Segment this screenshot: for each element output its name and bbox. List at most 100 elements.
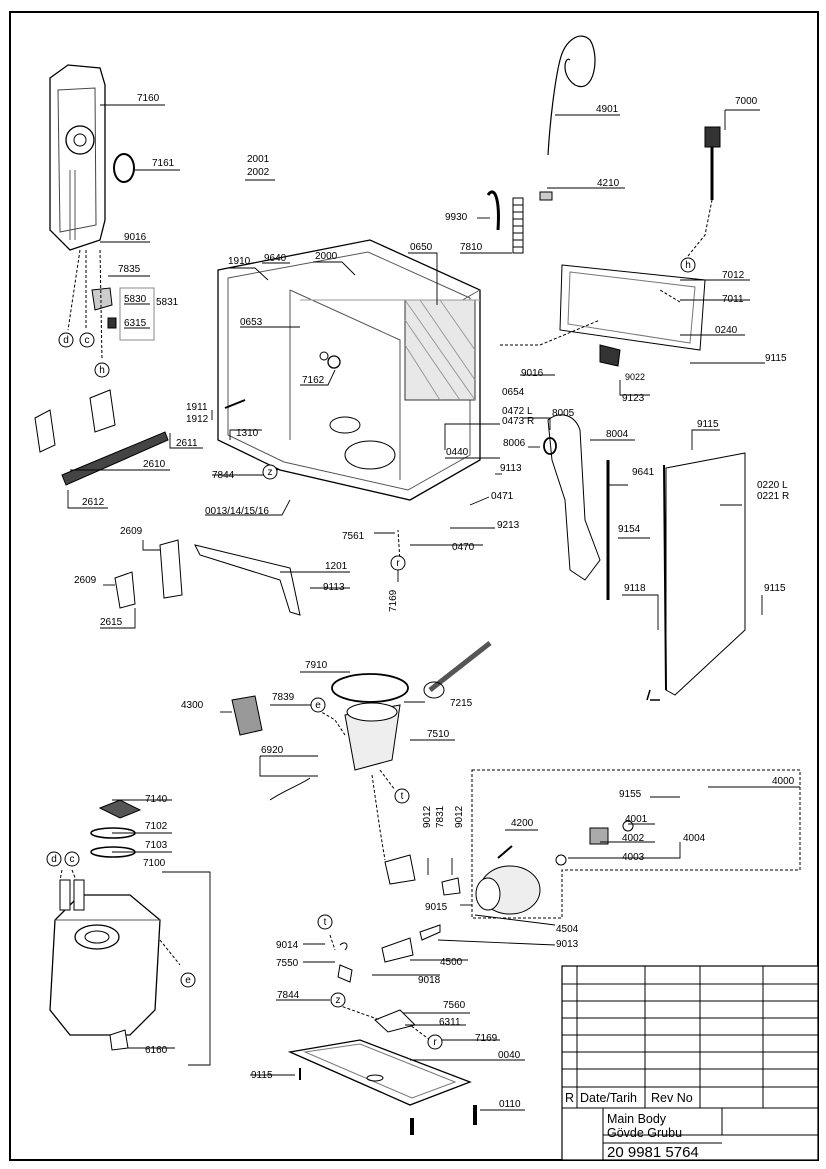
part-label: 8006 <box>503 438 526 449</box>
part-label: 4000 <box>772 776 795 787</box>
marker-d: d <box>63 335 69 346</box>
part-label: 9155 <box>619 789 642 800</box>
part-label: 9113 <box>500 463 522 474</box>
part-label: 6160 <box>145 1045 168 1056</box>
part-label: 0040 <box>498 1050 521 1061</box>
sheet-border <box>9 11 819 1161</box>
part-label: 4500 <box>440 957 463 968</box>
part-label: 1911 <box>186 402 208 413</box>
part-label: 0471 <box>491 491 514 502</box>
pump-group-outline <box>471 769 801 919</box>
part-label: 9115 <box>251 1070 273 1081</box>
part-label: 9016 <box>124 232 147 243</box>
part-label: 9154 <box>618 524 641 535</box>
part-label: 8005 <box>552 408 575 419</box>
part-label: 0220 L <box>757 480 788 491</box>
part-label: 2611 <box>176 438 198 449</box>
marker-c: c <box>70 854 75 865</box>
part-label: 9123 <box>622 393 645 404</box>
part-label: 9016 <box>521 368 544 379</box>
parts-illustration <box>34 35 746 1135</box>
part-label: 9115 <box>697 419 719 430</box>
part-label: 1910 <box>228 256 251 267</box>
part-label: 4300 <box>181 700 204 711</box>
part-label: 9012 <box>454 805 465 828</box>
part-label: 0473 R <box>502 416 534 427</box>
part-label: 7011 <box>722 294 744 305</box>
part-label: 9930 <box>445 212 468 223</box>
part-label: 7161 <box>152 158 175 169</box>
part-label: 0221 R <box>757 491 789 502</box>
part-label: 7844 <box>212 470 235 481</box>
part-label: 4003 <box>622 852 645 863</box>
part-label: 0110 <box>499 1099 521 1110</box>
part-label: 4200 <box>511 818 534 829</box>
part-label: 7839 <box>272 692 295 703</box>
reference-markers <box>46 257 696 1050</box>
marker-c: c <box>85 335 90 346</box>
part-label: 1912 <box>186 414 209 425</box>
part-label: 7561 <box>342 531 365 542</box>
part-label: 9641 <box>632 467 655 478</box>
part-label: 1310 <box>236 428 259 439</box>
part-label: 7835 <box>118 264 141 275</box>
part-label: 4210 <box>597 178 620 189</box>
part-label: 2612 <box>82 497 105 508</box>
part-label: 2615 <box>100 617 123 628</box>
part-label: 7100 <box>143 858 166 869</box>
part-label: 9018 <box>418 975 441 986</box>
part-label: 9014 <box>276 940 299 951</box>
marker-t: t <box>324 917 327 928</box>
part-label: 7510 <box>427 729 450 740</box>
part-label: 0653 <box>240 317 263 328</box>
part-label: 9640 <box>264 253 287 264</box>
part-label: 8004 <box>606 429 629 440</box>
part-label: 6311 <box>439 1017 461 1028</box>
part-label: 4002 <box>622 833 645 844</box>
part-label: 4001 <box>625 814 648 825</box>
part-label: 9118 <box>624 583 646 594</box>
part-label: 7103 <box>145 840 168 851</box>
part-label: 7140 <box>145 794 168 805</box>
part-label: 7550 <box>276 958 299 969</box>
connection-paths <box>59 199 713 1041</box>
part-label: 2000 <box>315 251 338 262</box>
part-label: 5831 <box>156 297 179 308</box>
part-label: 1201 <box>325 561 348 572</box>
part-label: 9022 <box>625 372 645 382</box>
part-label: 7160 <box>137 93 160 104</box>
part-label: 9115 <box>764 583 786 594</box>
valve-subgroup-box <box>119 287 155 341</box>
part-label: 0440 <box>446 447 469 458</box>
part-label: 9113 <box>323 582 345 593</box>
marker-h: h <box>99 365 105 376</box>
part-label: 7831 <box>435 805 446 828</box>
drawing-title-en: Main Body <box>607 1112 667 1126</box>
part-label: 7102 <box>145 821 168 832</box>
marker-z: z <box>268 467 273 478</box>
part-label: 0472 L <box>502 406 533 417</box>
revision-r-header: R <box>565 1091 574 1105</box>
part-label: 0654 <box>502 387 525 398</box>
part-label: 9012 <box>422 805 433 828</box>
document-number: 20 9981 5764 <box>607 1144 699 1161</box>
part-label: 4504 <box>556 924 579 935</box>
marker-h: h <box>685 260 691 271</box>
part-label: 0650 <box>410 242 433 253</box>
part-label: 2609 <box>120 526 143 537</box>
marker-d: d <box>51 854 57 865</box>
part-label: 9115 <box>765 353 787 364</box>
part-label: 7012 <box>722 270 745 281</box>
part-label: 2001 <box>247 154 270 165</box>
part-label: 0470 <box>452 542 475 553</box>
part-label: 9013 <box>556 939 579 950</box>
marker-z: z <box>336 995 341 1006</box>
marker-t: t <box>401 791 404 802</box>
leader-lines <box>67 104 800 1111</box>
marker-e: e <box>315 700 321 711</box>
drawing-title-tr: Gövde Grubu <box>607 1126 682 1140</box>
part-labels: 7160 7161 9016 7835 5830 5831 6315 2001 … <box>74 93 795 1110</box>
part-label: 6920 <box>261 745 284 756</box>
part-label: 2002 <box>247 167 270 178</box>
